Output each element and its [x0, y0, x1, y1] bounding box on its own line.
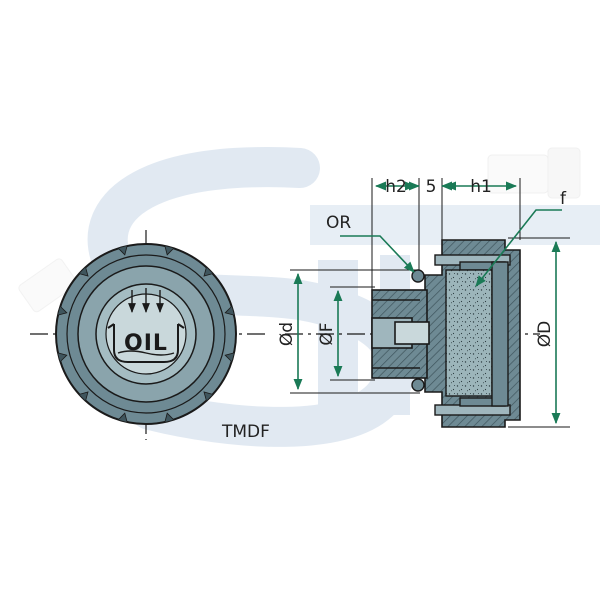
dimension-lines	[293, 181, 562, 425]
dim-label-F: ØF	[317, 322, 337, 345]
oil-level-icon	[107, 288, 185, 363]
o-ring-bottom	[411, 378, 425, 392]
filter-element	[445, 269, 493, 397]
front-caption: TMDF	[221, 422, 270, 442]
grip-notch	[118, 245, 128, 256]
grip-notch	[203, 267, 213, 277]
oil-label: OIL	[124, 331, 168, 356]
grip-notch	[118, 412, 128, 423]
grip-notch	[164, 412, 174, 423]
grip-notch	[164, 245, 174, 256]
grip-notch	[57, 352, 68, 362]
section-view: h2 5 h1 f OR Ød ØF ØD	[277, 177, 570, 428]
grip-notch	[57, 306, 68, 316]
front-ring-groove	[66, 254, 226, 414]
grip-notch	[79, 391, 89, 401]
dim-label-gap: 5	[426, 177, 437, 197]
filter-retainer	[491, 261, 509, 407]
grip-notch	[224, 352, 235, 362]
o-ring-top	[411, 269, 425, 283]
front-grip-notches	[57, 245, 235, 423]
grip-notch	[79, 267, 89, 277]
front-view: OIL TMDF	[30, 230, 270, 442]
dim-label-h1: h1	[470, 177, 492, 197]
dim-label-h2: h2	[385, 177, 407, 197]
threaded-nipple	[371, 289, 430, 379]
dim-label-d: Ød	[277, 322, 297, 346]
dim-label-f: f	[560, 189, 567, 209]
grip-notch	[203, 391, 213, 401]
dim-label-D: ØD	[535, 321, 555, 347]
grip-notch	[224, 306, 235, 316]
dim-label-or: OR	[326, 213, 351, 233]
